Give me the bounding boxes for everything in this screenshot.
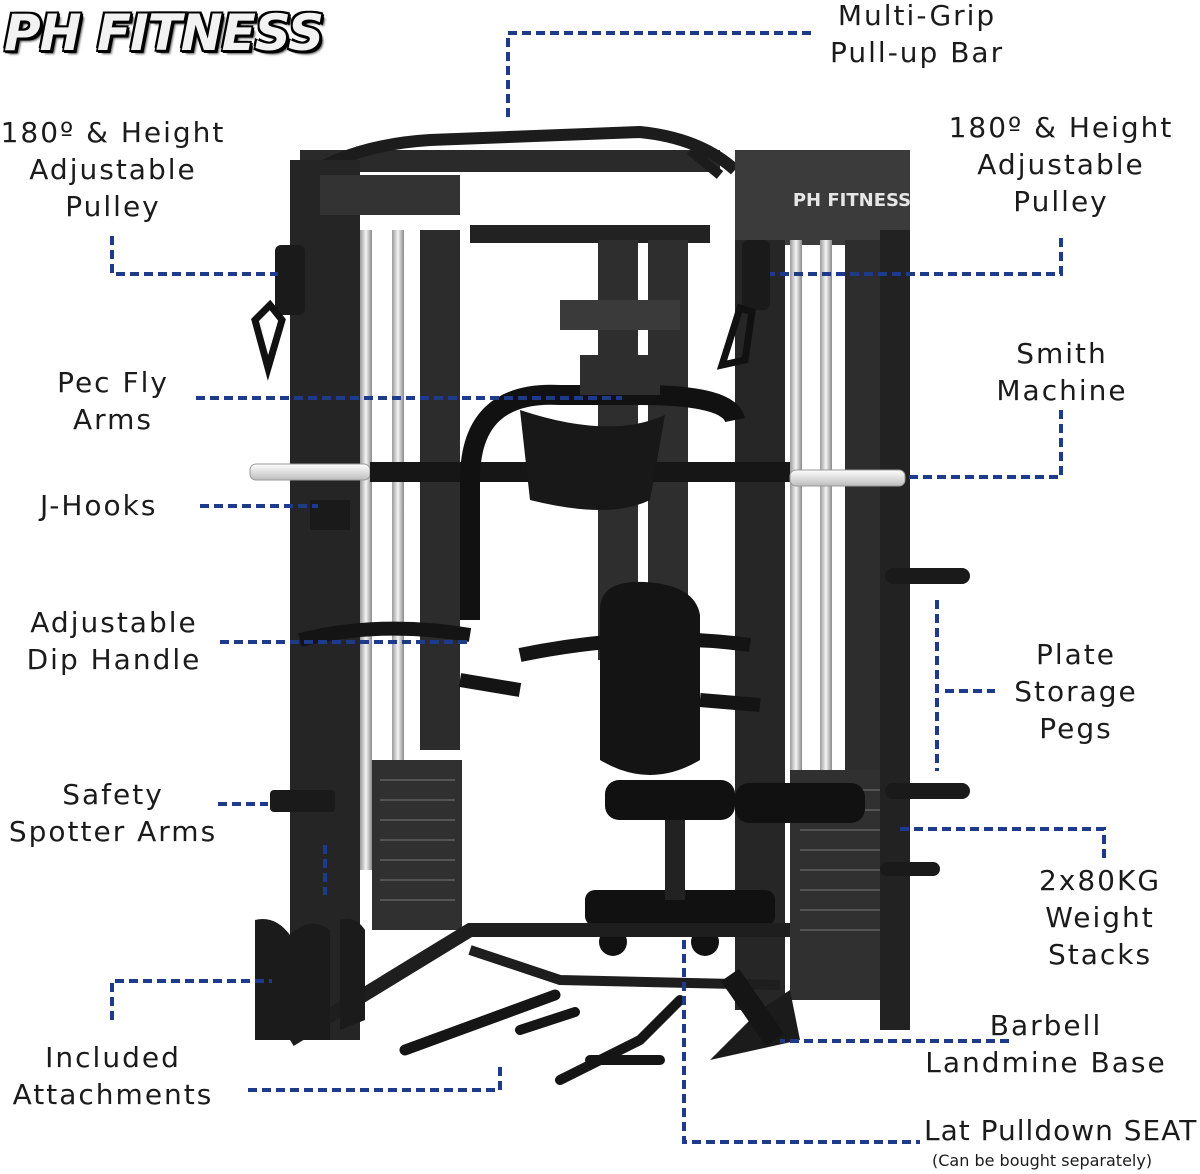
leader-lines [110, 31, 1106, 1144]
base-frame [255, 918, 800, 1060]
seat-assembly [585, 581, 865, 956]
attachments-floor [399, 989, 685, 1085]
pec-fly-assembly [460, 355, 745, 620]
left-tower [251, 160, 462, 1040]
machine-badge: PH FITNESS [793, 190, 911, 211]
label-j-hooks: J-Hooks [40, 489, 158, 522]
lat-seat-note: (Can be bought separately) [932, 1151, 1153, 1170]
brand-logo: PH FITNESS [4, 4, 324, 62]
label-lat-seat: Lat Pulldown SEAT [924, 1114, 1198, 1147]
